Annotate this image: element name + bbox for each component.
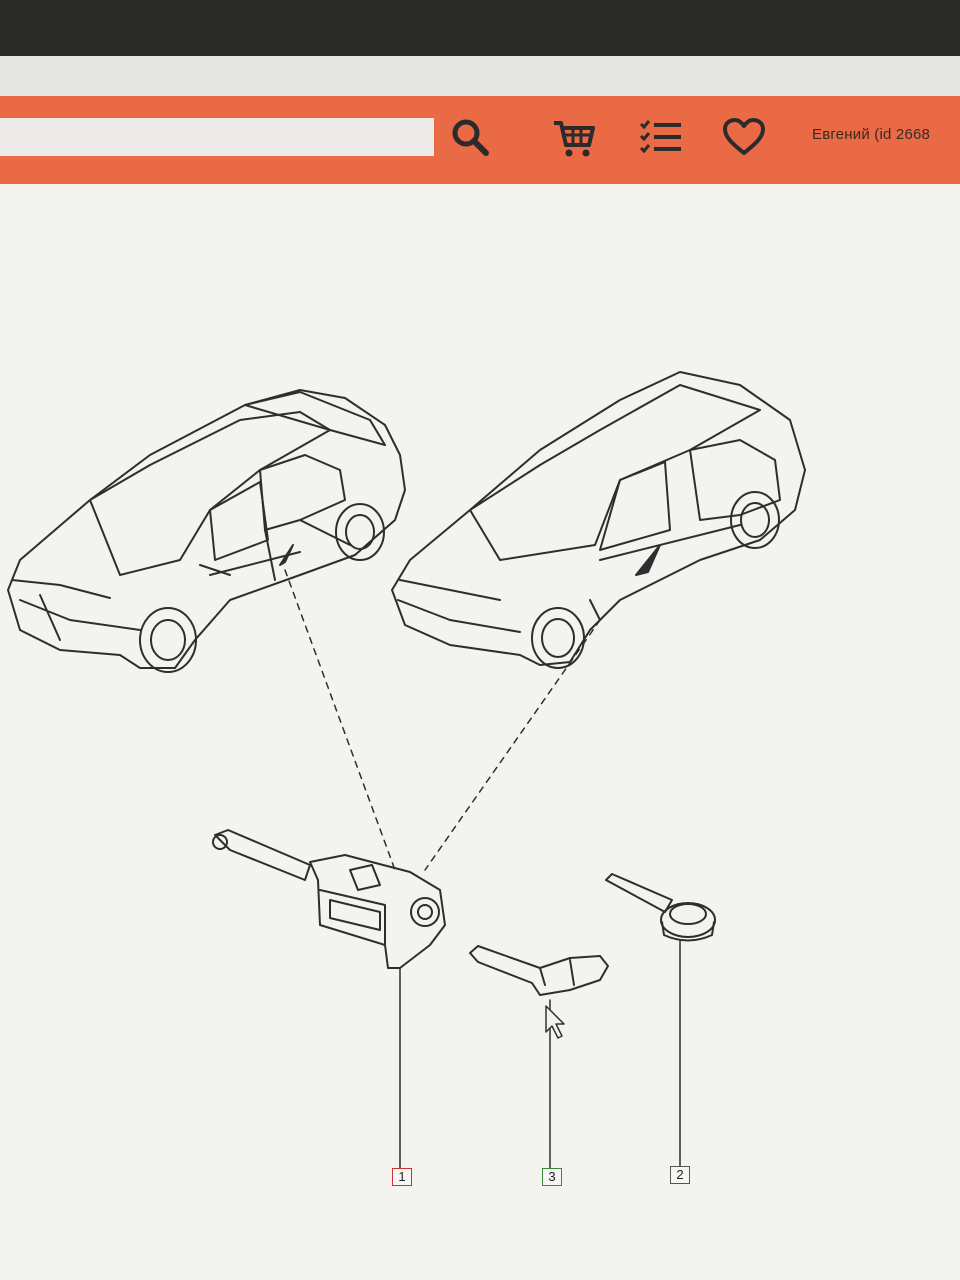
user-account-label[interactable]: Евгений (id 2668 [812, 126, 931, 143]
monitor-bezel [0, 0, 960, 60]
page-background [0, 98, 960, 1280]
list-icon [639, 120, 681, 154]
browser-screen [0, 56, 960, 1280]
part-callout-3[interactable]: 3 [542, 1168, 562, 1186]
cart-icon [554, 121, 595, 157]
heart-icon [723, 118, 765, 155]
list-button[interactable] [636, 114, 684, 160]
search-icon [452, 119, 489, 156]
cart-button[interactable] [550, 114, 598, 160]
part-callout-2[interactable]: 2 [670, 1166, 690, 1184]
part-callout-1[interactable]: 1 [392, 1168, 412, 1186]
sedan-car-illustration [7, 389, 406, 673]
leader-line-estate [424, 619, 601, 871]
browser-chrome [0, 56, 960, 98]
key-with-head-part [605, 873, 716, 942]
site-header: Евгений (id 2668 [0, 96, 960, 184]
key-blade-part [469, 945, 609, 996]
favorites-button[interactable] [720, 114, 768, 160]
search-button[interactable] [446, 114, 494, 160]
leader-line-sedan [284, 569, 396, 871]
mouse-cursor-icon [545, 1005, 565, 1039]
door-lock-cylinder-part [212, 829, 446, 969]
search-input[interactable] [0, 118, 434, 156]
estate-car-illustration [391, 371, 806, 669]
